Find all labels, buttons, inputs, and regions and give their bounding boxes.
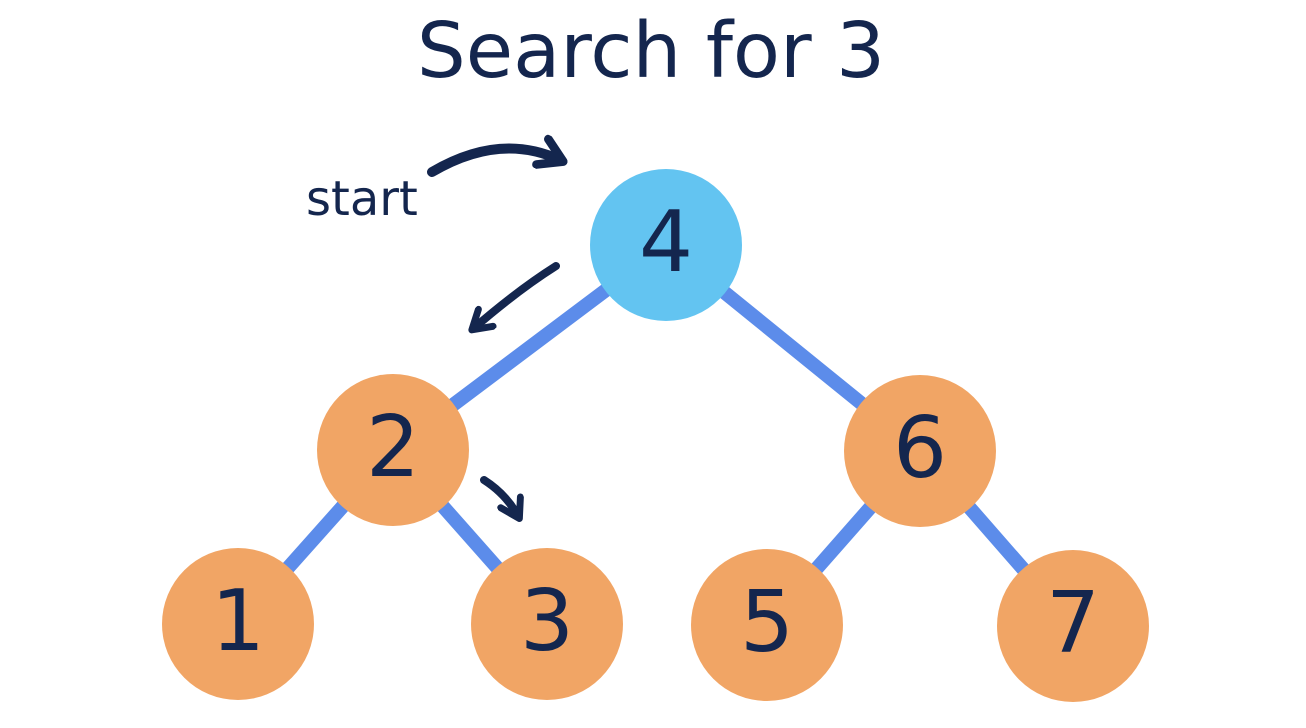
node-value-label: 4 [639,193,693,292]
node-circle [162,548,314,700]
tree-node-5: 5 [691,549,843,701]
node-value-label: 2 [366,398,420,497]
annotation-arrows [427,148,560,516]
node-circle [844,375,996,527]
node-circle [691,549,843,701]
node-circle [997,550,1149,702]
node-value-label: 3 [520,572,574,671]
tree-node-4: 4 [590,169,742,321]
node-value-label: 5 [740,573,794,672]
tree-nodes: 4 2 6 1 3 5 7 [162,169,1149,702]
start-label: start [306,171,418,227]
tree-node-3: 3 [471,548,623,700]
tree-node-2: 2 [317,374,469,526]
tree-node-6: 6 [844,375,996,527]
tree-node-7: 7 [997,550,1149,702]
diagram-title: Search for 3 [417,7,885,96]
node-circle [317,374,469,526]
node-value-label: 6 [893,399,947,498]
node-value-label: 1 [211,572,265,671]
tree-node-1: 1 [162,548,314,700]
start-arrow [427,148,560,177]
arrow-4-to-2 [474,262,560,328]
node-circle-current [590,169,742,321]
arrow-2-to-3 [480,476,518,516]
node-circle [471,548,623,700]
node-value-label: 7 [1046,574,1100,673]
